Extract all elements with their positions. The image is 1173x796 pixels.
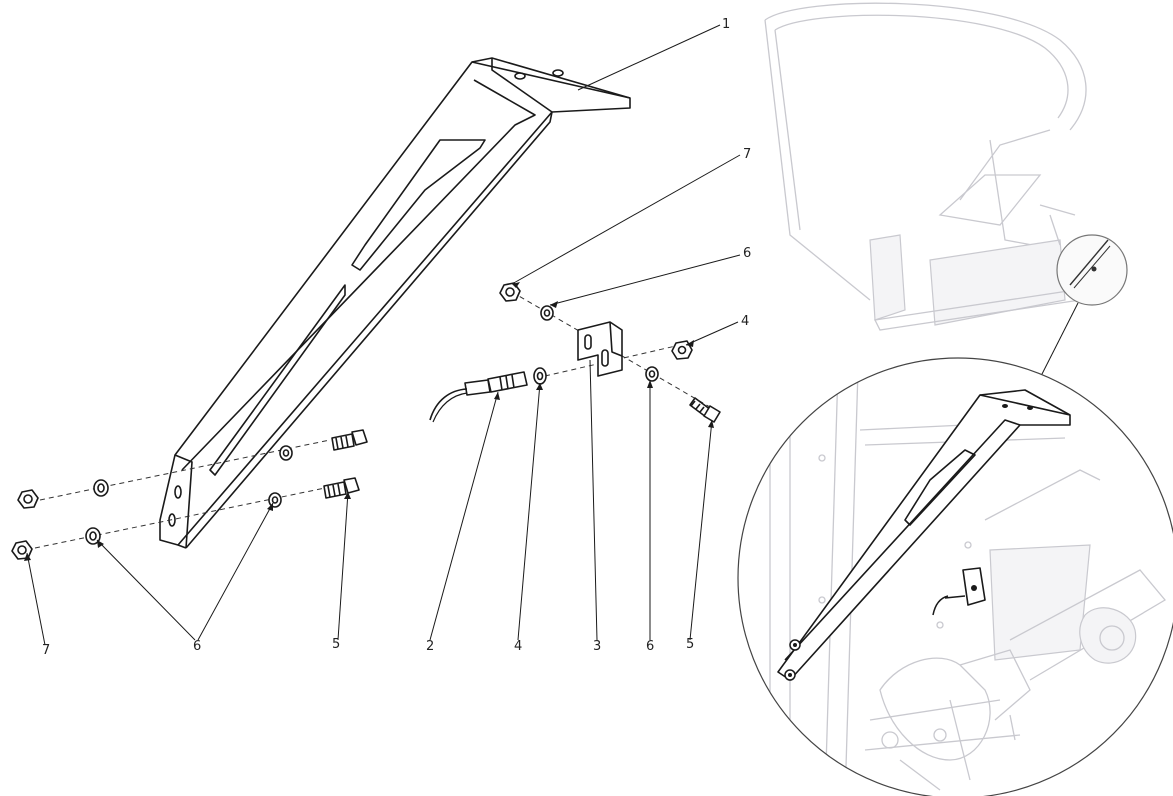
detail-locator-circle [1039, 234, 1128, 379]
callout-labels: 1 7 6 4 7 6 5 2 4 3 6 5 [42, 17, 751, 658]
callout-3: 3 [593, 639, 601, 654]
sensor-fasteners [429, 282, 721, 423]
mixer-tub-context-view [764, 2, 1087, 331]
detail-magnified-view [737, 357, 1173, 796]
callout-7-left: 7 [42, 643, 50, 658]
callout-7-right: 7 [743, 147, 751, 162]
support-bracket [159, 57, 631, 549]
callout-1: 1 [722, 17, 730, 32]
callout-4-upper: 4 [741, 314, 749, 329]
left-fasteners [11, 429, 368, 560]
callout-6-right-lower: 6 [646, 639, 654, 654]
callout-4-lower: 4 [514, 639, 522, 654]
callout-6-left: 6 [193, 639, 201, 654]
leader-lines [24, 24, 741, 646]
callout-2: 2 [426, 639, 434, 654]
callout-5-right: 5 [686, 637, 694, 652]
callout-5-left: 5 [332, 637, 340, 652]
callout-6-right-upper: 6 [743, 246, 751, 261]
